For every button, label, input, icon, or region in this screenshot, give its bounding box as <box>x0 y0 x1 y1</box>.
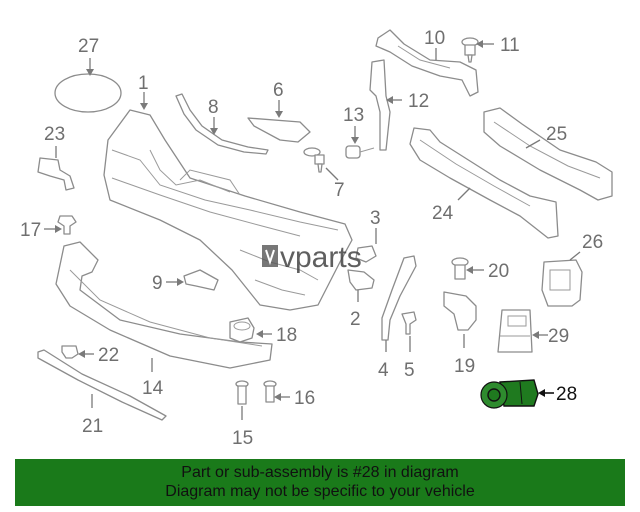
callout-27[interactable]: 27 <box>78 36 99 57</box>
callout-5[interactable]: 5 <box>404 360 415 381</box>
part-18-housing[interactable] <box>229 317 255 343</box>
part-1-bumper-cover[interactable] <box>103 109 353 311</box>
callout-20[interactable]: 20 <box>488 261 509 282</box>
callout-1[interactable]: 1 <box>138 73 149 94</box>
part-7-screw[interactable] <box>303 147 325 173</box>
callout-28[interactable]: 28 <box>556 384 577 405</box>
callout-15[interactable]: 15 <box>232 428 253 449</box>
watermark-text: vparts <box>280 241 362 274</box>
callout-13[interactable]: 13 <box>343 105 364 126</box>
part-24-reinforcement[interactable] <box>409 127 559 239</box>
part-4-side-strip[interactable] <box>381 255 417 341</box>
vparts-logo: vparts <box>262 241 362 274</box>
callout-25[interactable]: 25 <box>546 124 567 145</box>
callout-14[interactable]: 14 <box>142 378 164 399</box>
callout-19[interactable]: 19 <box>454 356 475 377</box>
callout-3[interactable]: 3 <box>370 208 381 229</box>
callout-7[interactable]: 7 <box>334 180 345 201</box>
callout-4[interactable]: 4 <box>378 360 389 381</box>
part-10-upper-bracket[interactable] <box>375 29 479 97</box>
part-12-side-bracket[interactable] <box>369 59 391 151</box>
part-28-parking-sensor[interactable] <box>480 379 539 409</box>
banner-line-2: Diagram may not be specific to your vehi… <box>165 483 475 500</box>
part-25-beam[interactable] <box>483 107 613 201</box>
callout-2[interactable]: 2 <box>350 309 361 330</box>
callout-29[interactable]: 29 <box>548 326 569 347</box>
part-17-clip[interactable] <box>57 215 77 235</box>
part-6-reflector[interactable] <box>247 117 311 143</box>
callout-16[interactable]: 16 <box>294 388 315 409</box>
part-27-emblem[interactable] <box>54 73 122 113</box>
part-11-bolt[interactable] <box>461 37 479 63</box>
callout-21[interactable]: 21 <box>82 416 103 437</box>
part-21-lower-strip[interactable] <box>37 349 167 421</box>
callout-9[interactable]: 9 <box>152 273 163 294</box>
callout-10[interactable]: 10 <box>424 28 445 49</box>
callout-23[interactable]: 23 <box>44 124 65 145</box>
callout-11[interactable]: 11 <box>500 35 520 56</box>
callout-12[interactable]: 12 <box>408 91 429 112</box>
callout-8[interactable]: 8 <box>208 97 219 118</box>
part-13-bolt[interactable] <box>345 145 375 159</box>
part-22-clip[interactable] <box>61 345 79 359</box>
part-20-clip[interactable] <box>451 257 469 280</box>
callout-17[interactable]: 17 <box>20 220 41 241</box>
part-8-molding[interactable] <box>175 93 269 155</box>
parts-diagram: 27 1 23 17 8 6 7 <box>20 28 613 449</box>
part-5-clip[interactable] <box>401 311 417 335</box>
part-29-sensor-retainer[interactable] <box>497 309 533 353</box>
banner-line-1: Part or sub-assembly is #28 in diagram <box>181 464 459 481</box>
part-16-bolt[interactable] <box>263 380 277 403</box>
part-26-module[interactable] <box>541 259 583 307</box>
callout-6[interactable]: 6 <box>273 80 284 101</box>
part-15-bolt[interactable] <box>235 380 249 405</box>
callout-18[interactable]: 18 <box>276 325 297 346</box>
callout-24[interactable]: 24 <box>432 203 454 224</box>
part-19-bracket[interactable] <box>443 291 477 331</box>
callout-26[interactable]: 26 <box>582 232 603 253</box>
info-banner: Part or sub-assembly is #28 in diagram D… <box>15 459 625 506</box>
part-9-bracket[interactable] <box>183 269 219 291</box>
callout-22[interactable]: 22 <box>98 345 119 366</box>
part-3-bracket[interactable] <box>355 245 377 263</box>
part-23-bracket[interactable] <box>37 157 75 191</box>
part-2-clip[interactable] <box>347 269 375 291</box>
